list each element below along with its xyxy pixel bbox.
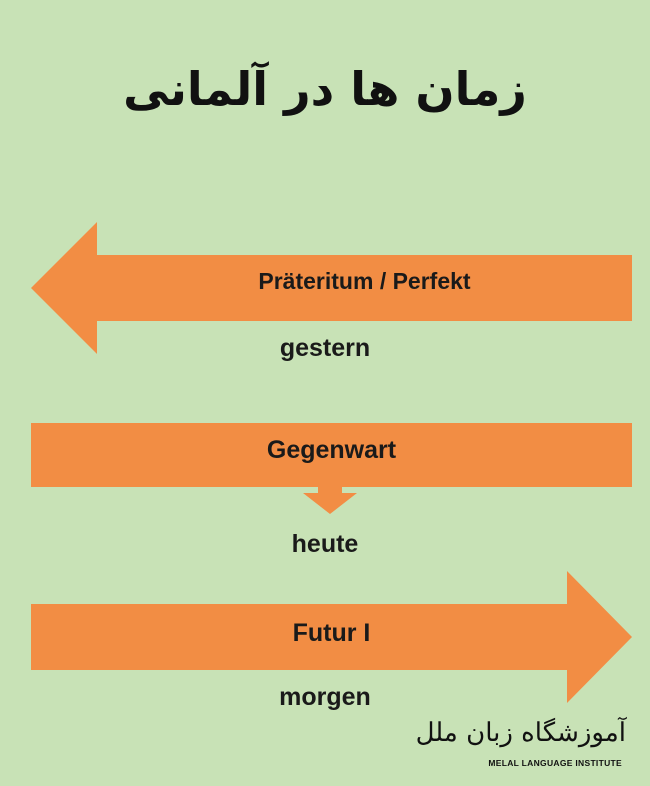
future-tense-label: Futur I [292, 619, 371, 647]
page-title: زمان ها در آلمانی [123, 62, 527, 116]
institute-logo: آموزشگاه زبان ملل MELAL LANGUAGE INSTITU… [416, 718, 630, 774]
future-time-word: morgen [279, 683, 371, 711]
present-time-word: heute [291, 530, 359, 558]
past-tense-label: Präteritum / Perfekt [258, 268, 471, 294]
past-time-word: gestern [279, 334, 371, 362]
logo-persian-name: آموزشگاه زبان ملل [415, 718, 626, 748]
present-tense-label: Gegenwart [266, 436, 397, 464]
logo-english-name: MELAL LANGUAGE INSTITUTE [488, 758, 622, 768]
